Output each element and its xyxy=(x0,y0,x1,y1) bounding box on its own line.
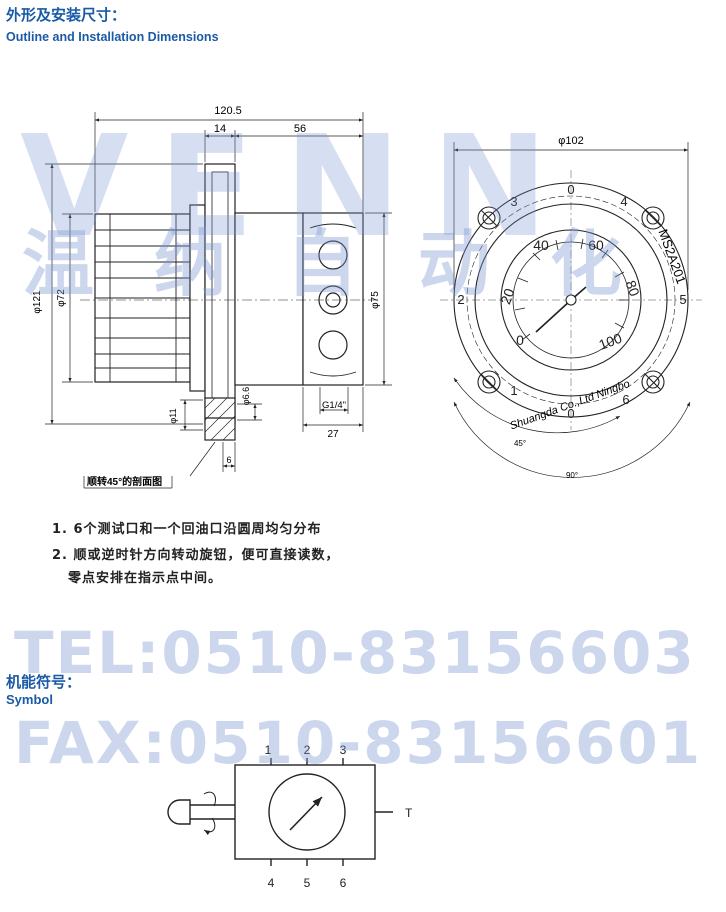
dim-phi75: φ75 xyxy=(370,291,381,309)
flange xyxy=(204,163,236,425)
note-1: 1. 6个测试口和一个回油口沿圆周均匀分布 xyxy=(52,522,322,537)
angle-90-label: 90° xyxy=(566,471,578,480)
svg-text:0: 0 xyxy=(516,332,524,348)
dim-14: 14 xyxy=(214,123,226,135)
note-3: 零点安排在指示点中间。 xyxy=(68,571,223,586)
note-2: 2. 顺或逆时针方向转动旋钮，便可直接读数， xyxy=(52,548,340,563)
section-label: 顺转45°的剖面图 xyxy=(87,475,162,488)
dim-phi102: φ102 xyxy=(558,135,584,147)
port-numbers: 1 2 3 4 5 6 0 0 xyxy=(457,182,686,421)
dim-6: 6 xyxy=(226,455,231,465)
svg-text:1: 1 xyxy=(265,743,272,757)
dial-ticks xyxy=(514,238,629,341)
dim-phi6-6: φ6.6 xyxy=(241,387,251,405)
dim-phi11: φ11 xyxy=(168,408,178,423)
dim-27: 27 xyxy=(327,429,339,440)
port-block xyxy=(302,212,364,386)
symbol-ports: 1 2 3 4 5 6 T xyxy=(265,743,413,890)
svg-text:40: 40 xyxy=(533,237,549,253)
svg-text:80: 80 xyxy=(623,278,643,298)
svg-text:6: 6 xyxy=(340,876,347,890)
housing xyxy=(234,212,304,386)
symbol-diagram xyxy=(167,758,393,866)
svg-text:3: 3 xyxy=(340,743,347,757)
svg-text:20: 20 xyxy=(497,286,517,306)
needle xyxy=(535,299,572,333)
angle-arc-90 xyxy=(453,401,691,478)
dim-g14: G1/4" xyxy=(322,400,346,411)
svg-text:1: 1 xyxy=(510,383,517,398)
svg-text:5: 5 xyxy=(679,292,686,307)
svg-text:6: 6 xyxy=(622,392,629,407)
svg-text:3: 3 xyxy=(510,194,517,209)
svg-text:5: 5 xyxy=(304,876,311,890)
dim-phi121: φ121 xyxy=(32,290,43,314)
symbol-title-en: Symbol xyxy=(6,692,53,707)
symbol-gauge xyxy=(268,773,346,851)
dim-total: 120.5 xyxy=(214,105,242,117)
section-cut xyxy=(204,397,236,441)
svg-text:60: 60 xyxy=(588,237,604,253)
side-dimensions xyxy=(45,112,392,489)
angle-arc-45 xyxy=(453,377,621,434)
svg-text:2: 2 xyxy=(457,292,464,307)
gauge-numbers: 0 20 40 60 80 100 xyxy=(497,237,643,353)
svg-text:4: 4 xyxy=(268,876,275,890)
svg-text:2: 2 xyxy=(304,743,311,757)
angle-45-label: 45° xyxy=(514,439,526,448)
dim-56: 56 xyxy=(294,123,306,135)
svg-text:0: 0 xyxy=(567,406,574,421)
collar xyxy=(189,204,206,392)
side-view xyxy=(80,163,380,441)
symbol-title-cn: 机能符号： xyxy=(6,674,82,691)
svg-text:100: 100 xyxy=(597,330,625,353)
symbol-box xyxy=(234,764,376,860)
svg-text:4: 4 xyxy=(620,194,627,209)
front-view xyxy=(440,142,702,478)
outline-title-en: Outline and Installation Dimensions xyxy=(6,30,219,44)
dim-phi72: φ72 xyxy=(56,289,67,307)
svg-text:0: 0 xyxy=(567,182,574,197)
svg-text:T: T xyxy=(405,806,413,820)
outline-title-cn: 外形及安装尺寸： xyxy=(6,7,127,24)
